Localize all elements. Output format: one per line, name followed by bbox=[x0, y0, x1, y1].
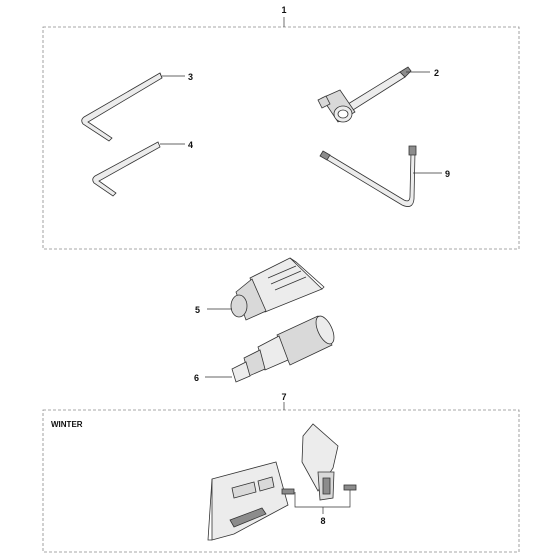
grease-gun-nozzle bbox=[231, 361, 251, 383]
winter-cover-plate bbox=[207, 461, 289, 541]
grease-tube-text-line-2 bbox=[270, 270, 302, 285]
shield-slot bbox=[322, 477, 331, 495]
spark-plug-wrench: 2 bbox=[317, 66, 439, 123]
grease-tube-text-line-1 bbox=[267, 265, 297, 279]
torx-key-tip-upper bbox=[408, 145, 417, 156]
torx-key-tip-lower bbox=[319, 150, 331, 161]
screws: 8 bbox=[281, 484, 357, 526]
callout-1: 1 bbox=[281, 5, 286, 15]
hex-key-small-body bbox=[92, 141, 161, 197]
winter-section-label: WINTER bbox=[51, 420, 83, 429]
callout-4: 4 bbox=[188, 140, 193, 150]
cover-plate-slot-2 bbox=[257, 476, 275, 492]
torx-key: 9 bbox=[319, 145, 450, 207]
wrench-socket-back bbox=[317, 95, 331, 109]
hex-key-small: 4 bbox=[92, 140, 193, 197]
wrench-handle bbox=[347, 71, 406, 111]
torx-key-body bbox=[323, 151, 416, 207]
callout-8-leader bbox=[294, 490, 351, 508]
callout-6: 6 bbox=[194, 373, 199, 383]
cover-plate-edge bbox=[207, 478, 213, 541]
callout-9: 9 bbox=[445, 169, 450, 179]
winter-kit-dashed-frame bbox=[42, 409, 520, 553]
grease-gun: 6 bbox=[194, 315, 335, 383]
wrench-handle-tip bbox=[399, 66, 412, 78]
cover-plate-grille bbox=[229, 507, 267, 528]
wrench-socket-hole bbox=[337, 109, 349, 119]
cover-plate-slot-1 bbox=[231, 481, 257, 499]
cover-plate-body bbox=[211, 461, 289, 541]
callout-5: 5 bbox=[195, 305, 200, 315]
tool-kit-group: 1 3 4 2 bbox=[42, 5, 520, 250]
grease-tube-text-line-3 bbox=[274, 276, 307, 291]
grease-tube-crimp bbox=[289, 257, 325, 290]
grease-tube-cap bbox=[230, 294, 248, 318]
hex-key-large-end bbox=[159, 72, 163, 79]
screw-right bbox=[343, 484, 357, 491]
grease-gun-end-cap bbox=[315, 315, 335, 345]
winter-shield bbox=[301, 423, 339, 501]
callout-2: 2 bbox=[434, 68, 439, 78]
callout-3: 3 bbox=[188, 72, 193, 82]
grease-tube: 5 bbox=[195, 257, 325, 321]
shield-body bbox=[301, 423, 339, 492]
hex-key-large-body bbox=[81, 72, 163, 142]
winter-kit-group: 7 WINTER 8 bbox=[42, 392, 520, 553]
callout-8: 8 bbox=[320, 516, 325, 526]
screw-left bbox=[281, 488, 295, 495]
tool-kit-dashed-frame bbox=[42, 26, 520, 250]
hex-key-large: 3 bbox=[81, 72, 193, 142]
callout-7: 7 bbox=[281, 392, 286, 402]
